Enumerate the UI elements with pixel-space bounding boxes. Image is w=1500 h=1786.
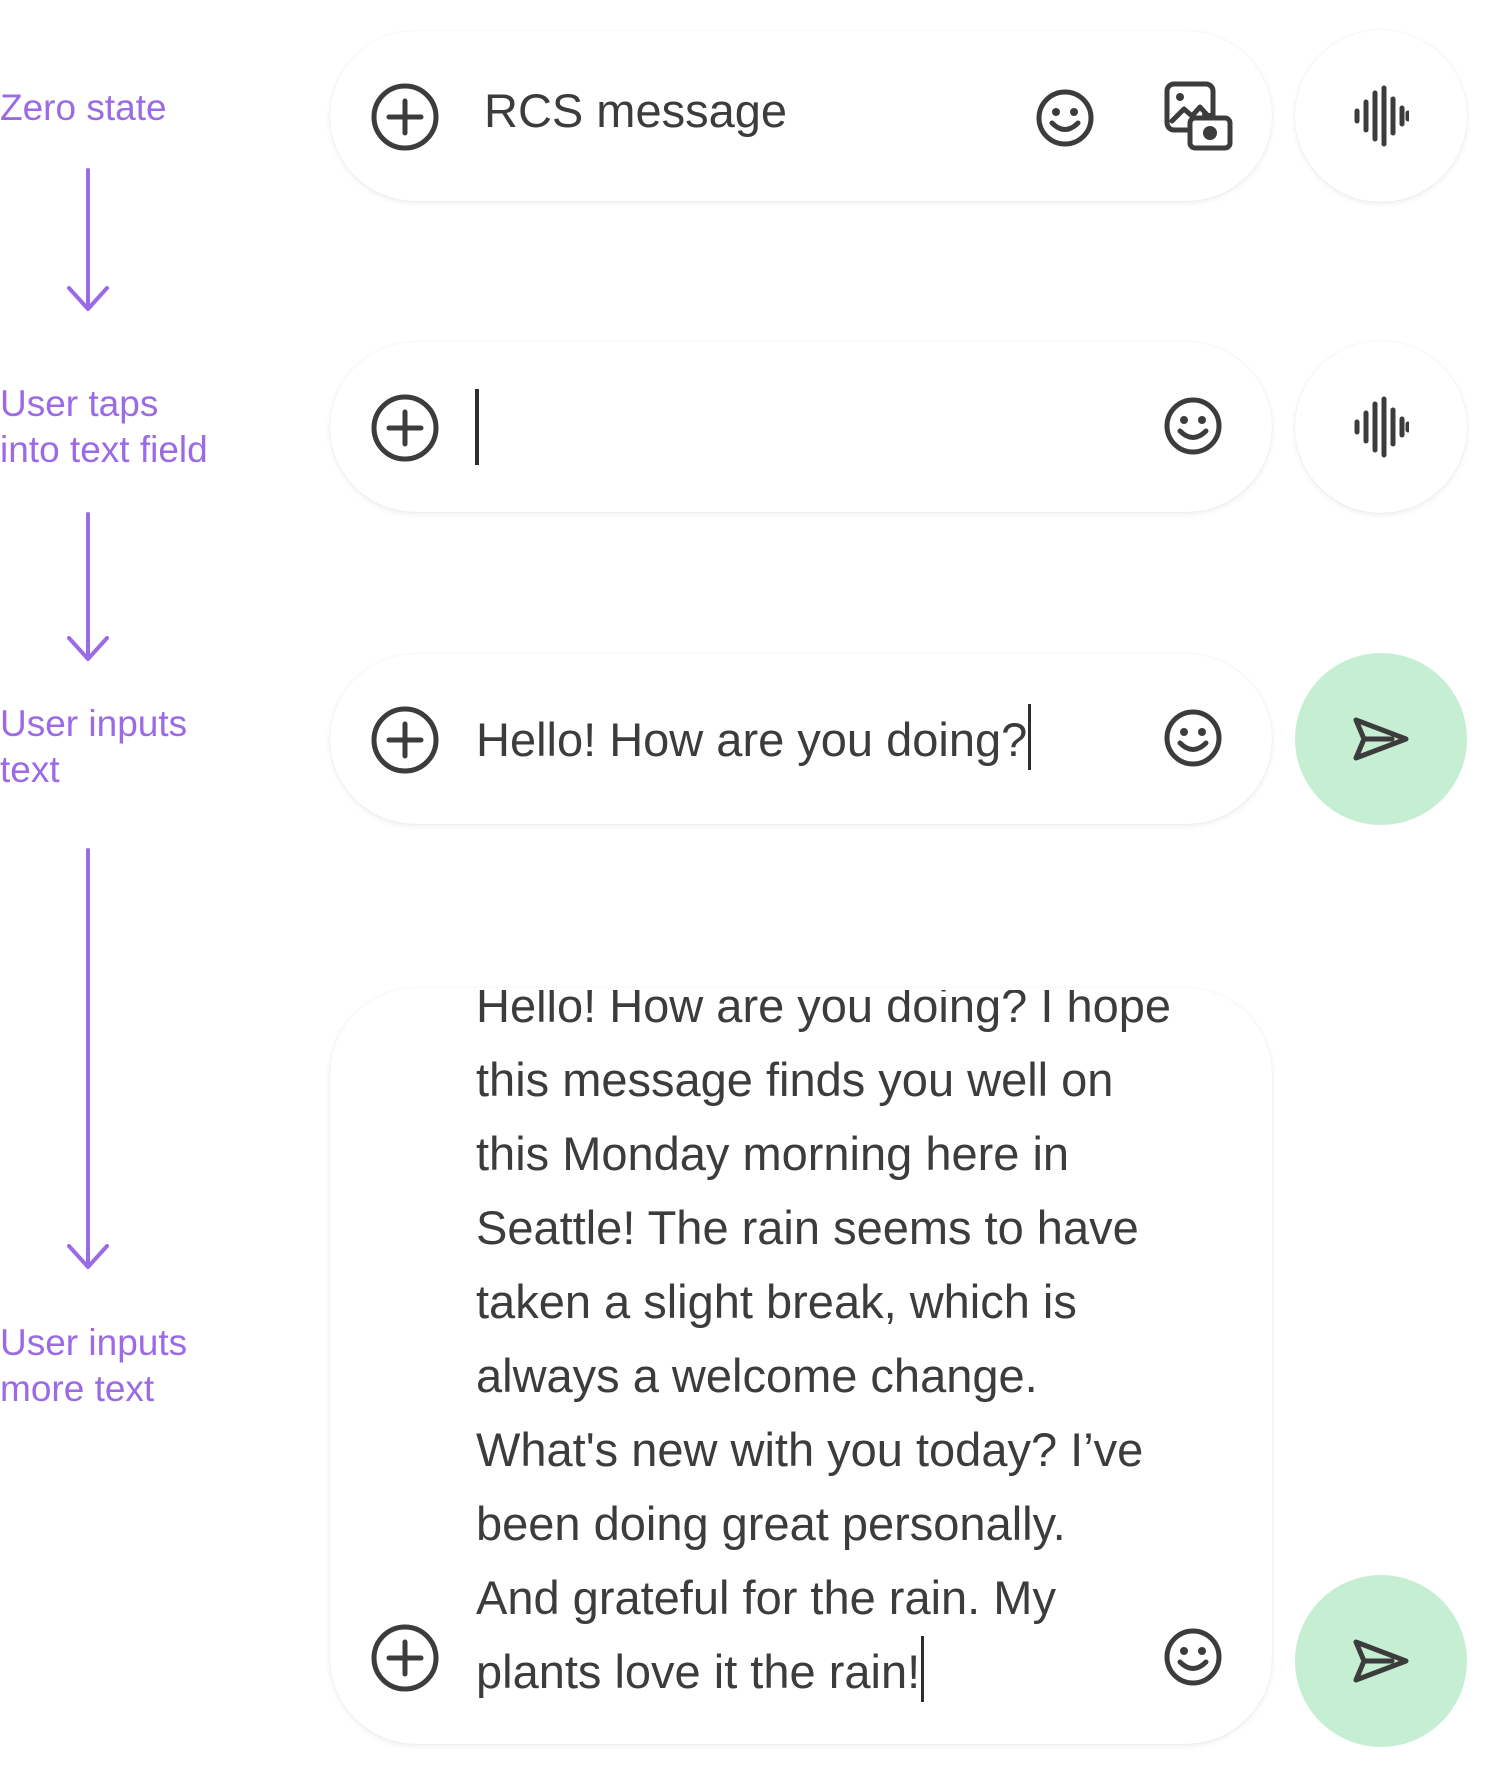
gallery-camera-icon[interactable] [1164,81,1233,151]
text-cursor [921,1636,925,1702]
message-text: Hello! How are you doing? [476,713,1028,766]
voice-message-button[interactable] [1295,341,1467,513]
emoji-icon[interactable] [1164,397,1222,455]
composer-expanded[interactable] [330,988,1272,1744]
voice-waveform-icon [1354,396,1409,458]
step-label-input-text: User inputs text [0,703,188,790]
step-label-zero-state: Zero state [0,87,167,128]
send-icon [1353,717,1409,761]
message-input[interactable]: Hello! How are you doing? [476,704,1032,770]
text-cursor [1028,704,1032,770]
send-icon [1353,1639,1409,1683]
send-button[interactable] [1295,1575,1467,1747]
message-text: Hello! How are you doing? I hope this me… [476,990,1171,1709]
emoji-icon[interactable] [1036,89,1094,147]
composer-zero-state[interactable]: RCS message [330,31,1272,201]
flow-arrow-icon [67,168,109,311]
add-circle-icon[interactable] [370,82,440,152]
emoji-icon[interactable] [1164,709,1222,767]
flow-arrow-icon [67,512,109,661]
message-scroll-area[interactable]: Hello! How are you doing? I hope this me… [476,990,1176,1730]
message-placeholder[interactable]: RCS message [484,84,787,137]
emoji-icon[interactable] [1164,1628,1222,1686]
composer-focused[interactable] [330,342,1272,512]
voice-message-button[interactable] [1295,30,1467,202]
step-label-tap-text-field: User taps into text field [0,383,208,470]
text-cursor [475,389,479,465]
send-button[interactable] [1295,653,1467,825]
voice-waveform-icon [1354,85,1409,147]
add-circle-icon[interactable] [370,393,440,463]
composer-typed[interactable]: Hello! How are you doing? [330,654,1272,824]
flow-arrow-icon [67,848,109,1269]
add-circle-icon[interactable] [370,1623,440,1693]
add-circle-icon[interactable] [370,705,440,775]
step-label-input-more-text: User inputs more text [0,1322,188,1409]
